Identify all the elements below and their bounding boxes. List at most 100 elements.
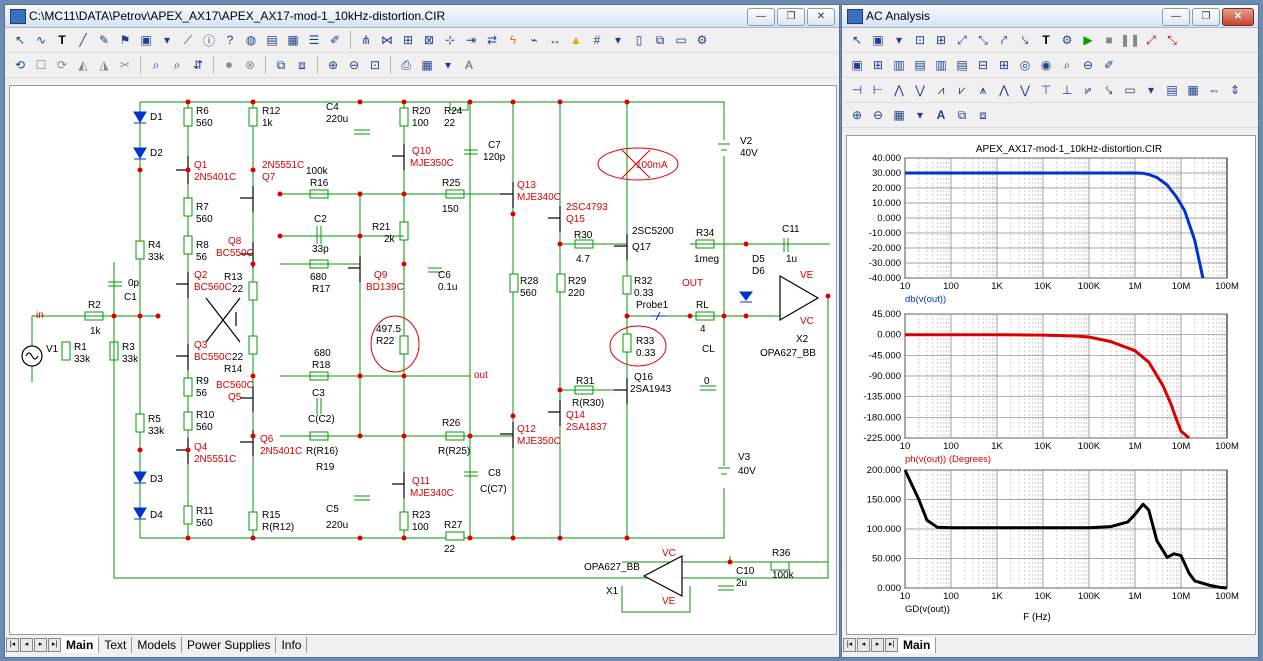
analysis-prev-page-icon[interactable]: ◂ <box>857 638 870 652</box>
find-next-icon[interactable]: ⌕ <box>173 57 181 72</box>
copy-page-icon[interactable]: ⧉ <box>655 32 665 47</box>
pen-icon[interactable]: ✎ <box>98 33 110 47</box>
analysis-titlebar[interactable]: AC Analysis — ❐ ✕ <box>842 5 1258 28</box>
copy-icon-a[interactable]: ⧉ <box>957 107 967 122</box>
high-icon[interactable]: ⩘ <box>937 82 945 97</box>
analysis-next-page-icon[interactable]: ▸ <box>871 638 884 652</box>
dropdown-arrow-icon-2[interactable]: ▾ <box>614 33 622 47</box>
zoom-in-icon[interactable]: ⊕ <box>327 58 339 72</box>
select-mode-icon[interactable]: ↖ <box>14 33 26 47</box>
zoom-box-icon[interactable]: ⤢ <box>957 32 967 47</box>
tab-main[interactable]: Main <box>61 637 100 653</box>
font-icon[interactable]: A <box>464 58 474 72</box>
plot-props-icon[interactable]: ▣ <box>851 58 863 72</box>
run-icon[interactable]: ▶ <box>1083 33 1093 47</box>
grid-toggle-icon[interactable]: ⊞ <box>872 58 884 72</box>
analysis-minimize-button[interactable]: — <box>1162 8 1190 26</box>
properties-icon[interactable]: ⚙ <box>696 33 708 47</box>
tag-cursor-icon[interactable]: ⤥ <box>1105 82 1113 97</box>
probe-icon[interactable]: ⌁ <box>530 33 538 47</box>
analysis-plot-area[interactable]: APEX_AX17-mod-1_10kHz-distortion.CIR 40.… <box>846 135 1256 635</box>
close-button[interactable]: ✕ <box>807 8 835 26</box>
slope-icon[interactable]: ⦬ <box>1084 82 1092 97</box>
globe-icon[interactable]: ◍ <box>245 33 257 47</box>
first-page-icon[interactable]: |◂ <box>6 638 19 652</box>
axis-box-icon[interactable]: ⊞ <box>998 58 1010 72</box>
tag-point-icon[interactable]: ⤥ <box>1021 32 1029 47</box>
link-icon[interactable]: ⟋ <box>183 32 193 47</box>
zoom-in-icon-a[interactable]: ⊕ <box>851 108 863 122</box>
tab-info[interactable]: Info <box>276 637 308 653</box>
rotate-icon[interactable]: ⟲ <box>14 58 26 72</box>
warning-icon[interactable]: ▲ <box>570 33 582 47</box>
schematic-canvas[interactable]: D1 D2 D3 D4 R6 560 R12 1k C4 220u R20 10… <box>9 85 837 635</box>
valley-icon[interactable]: ◉ <box>1040 58 1052 72</box>
properties-icon-a[interactable]: ⚙ <box>1061 33 1073 47</box>
edit-icon[interactable]: ✐ <box>329 33 341 47</box>
text-icon-a[interactable]: T <box>1042 33 1050 47</box>
bottom-icon[interactable]: ⊥ <box>1061 83 1073 97</box>
search-icon[interactable]: ⌕ <box>1063 57 1071 72</box>
ruler-icon[interactable]: ▥ <box>935 58 947 72</box>
plot-2[interactable]: 45.0000.000-45.000-90.000-135.000-180.00… <box>863 309 1238 465</box>
fit-x-icon[interactable]: ⇔ <box>1208 83 1220 97</box>
paste-icon-a[interactable]: ⧈ <box>979 107 987 122</box>
minus-icon[interactable]: ⊖ <box>1082 58 1094 72</box>
stop-icon[interactable]: ⏺ <box>225 57 232 72</box>
box-icon[interactable]: ☐ <box>35 58 47 72</box>
schematic-titlebar[interactable]: C:\MC11\DATA\Petrov\APEX_AX17\APEX_AX17-… <box>5 5 839 28</box>
pin-icon[interactable]: ⇥ <box>465 33 477 47</box>
table-icon[interactable]: ▦ <box>287 33 299 47</box>
horizontal-axis-icon[interactable]: ▤ <box>956 58 968 72</box>
flip-icon[interactable]: ◮ <box>99 58 109 72</box>
cursor-mode-icon[interactable]: ⊞ <box>935 33 947 47</box>
restore-button[interactable]: ❐ <box>777 8 805 26</box>
tokens-icon[interactable]: ▤ <box>914 58 926 72</box>
edit-plot-icon[interactable]: ✐ <box>1103 58 1115 72</box>
analysis-tab-main[interactable]: Main <box>898 637 937 653</box>
help-icon[interactable]: ? <box>226 33 234 47</box>
component-icon[interactable]: ▣ <box>140 33 152 47</box>
stop-sim-icon[interactable]: ■ <box>1105 33 1113 47</box>
current-icon[interactable]: ⊞ <box>402 33 414 47</box>
zoom-y-icon[interactable]: ⤡ <box>978 32 988 47</box>
dropdown-arrow-icon-a[interactable]: ▾ <box>895 33 903 47</box>
next-page-icon[interactable]: ▸ <box>34 638 47 652</box>
node-numbers-icon[interactable]: ⋔ <box>360 33 372 47</box>
pdf-icon[interactable]: ▭ <box>675 33 687 47</box>
font-icon-a[interactable]: A <box>936 108 946 122</box>
tab-text[interactable]: Text <box>99 637 133 653</box>
cursor-left-icon[interactable]: ⊣ <box>851 83 863 97</box>
find-icon[interactable]: ⌕ <box>152 57 160 72</box>
dropdown-arrow-icon[interactable]: ▾ <box>163 33 171 47</box>
condition-icon[interactable]: ⊹ <box>444 33 456 47</box>
zoom-out-icon[interactable]: ⊖ <box>348 58 360 72</box>
data-points-icon[interactable]: ▥ <box>893 58 905 72</box>
folder-icon[interactable]: ▭ <box>1124 83 1136 97</box>
power-icon[interactable]: ⊠ <box>423 33 435 47</box>
print-icon[interactable]: ⎙ <box>401 57 411 72</box>
analysis-close-button[interactable]: ✕ <box>1222 8 1254 26</box>
last-page-icon[interactable]: ▸| <box>48 638 61 652</box>
analysis-first-page-icon[interactable]: |◂ <box>843 638 856 652</box>
dropdown-arrow-icon-b[interactable]: ▾ <box>1147 83 1155 97</box>
zoom-out-icon-a[interactable]: ⊖ <box>872 108 884 122</box>
toggle-icon[interactable]: ⇵ <box>192 58 204 72</box>
dropdown-arrow-icon-c[interactable]: ▾ <box>916 108 924 122</box>
component-icon-a[interactable]: ▣ <box>872 33 884 47</box>
lightning-icon[interactable]: ϟ <box>509 33 517 47</box>
dropdown-arrow-icon-3[interactable]: ▾ <box>444 58 452 72</box>
tab-models[interactable]: Models <box>132 637 183 653</box>
global-high-icon[interactable]: ⋀ <box>999 83 1009 97</box>
info-icon[interactable]: ⓘ <box>202 33 215 48</box>
mirror-icon[interactable]: ◭ <box>78 58 88 72</box>
group-icon[interactable]: ⧉ <box>276 57 286 72</box>
numeric-icon[interactable]: ▤ <box>1166 83 1178 97</box>
page-icon[interactable]: ▯ <box>635 33 643 47</box>
collapse-icon[interactable]: ⤡ <box>1167 32 1177 47</box>
layout-icon-a[interactable]: ▦ <box>893 108 905 122</box>
peak-cursor-icon[interactable]: ⋀ <box>894 83 904 97</box>
range-icon[interactable]: ↔ <box>549 33 561 47</box>
zoom-fit-icon[interactable]: ⊡ <box>369 58 381 72</box>
text-icon[interactable]: T <box>58 33 66 47</box>
